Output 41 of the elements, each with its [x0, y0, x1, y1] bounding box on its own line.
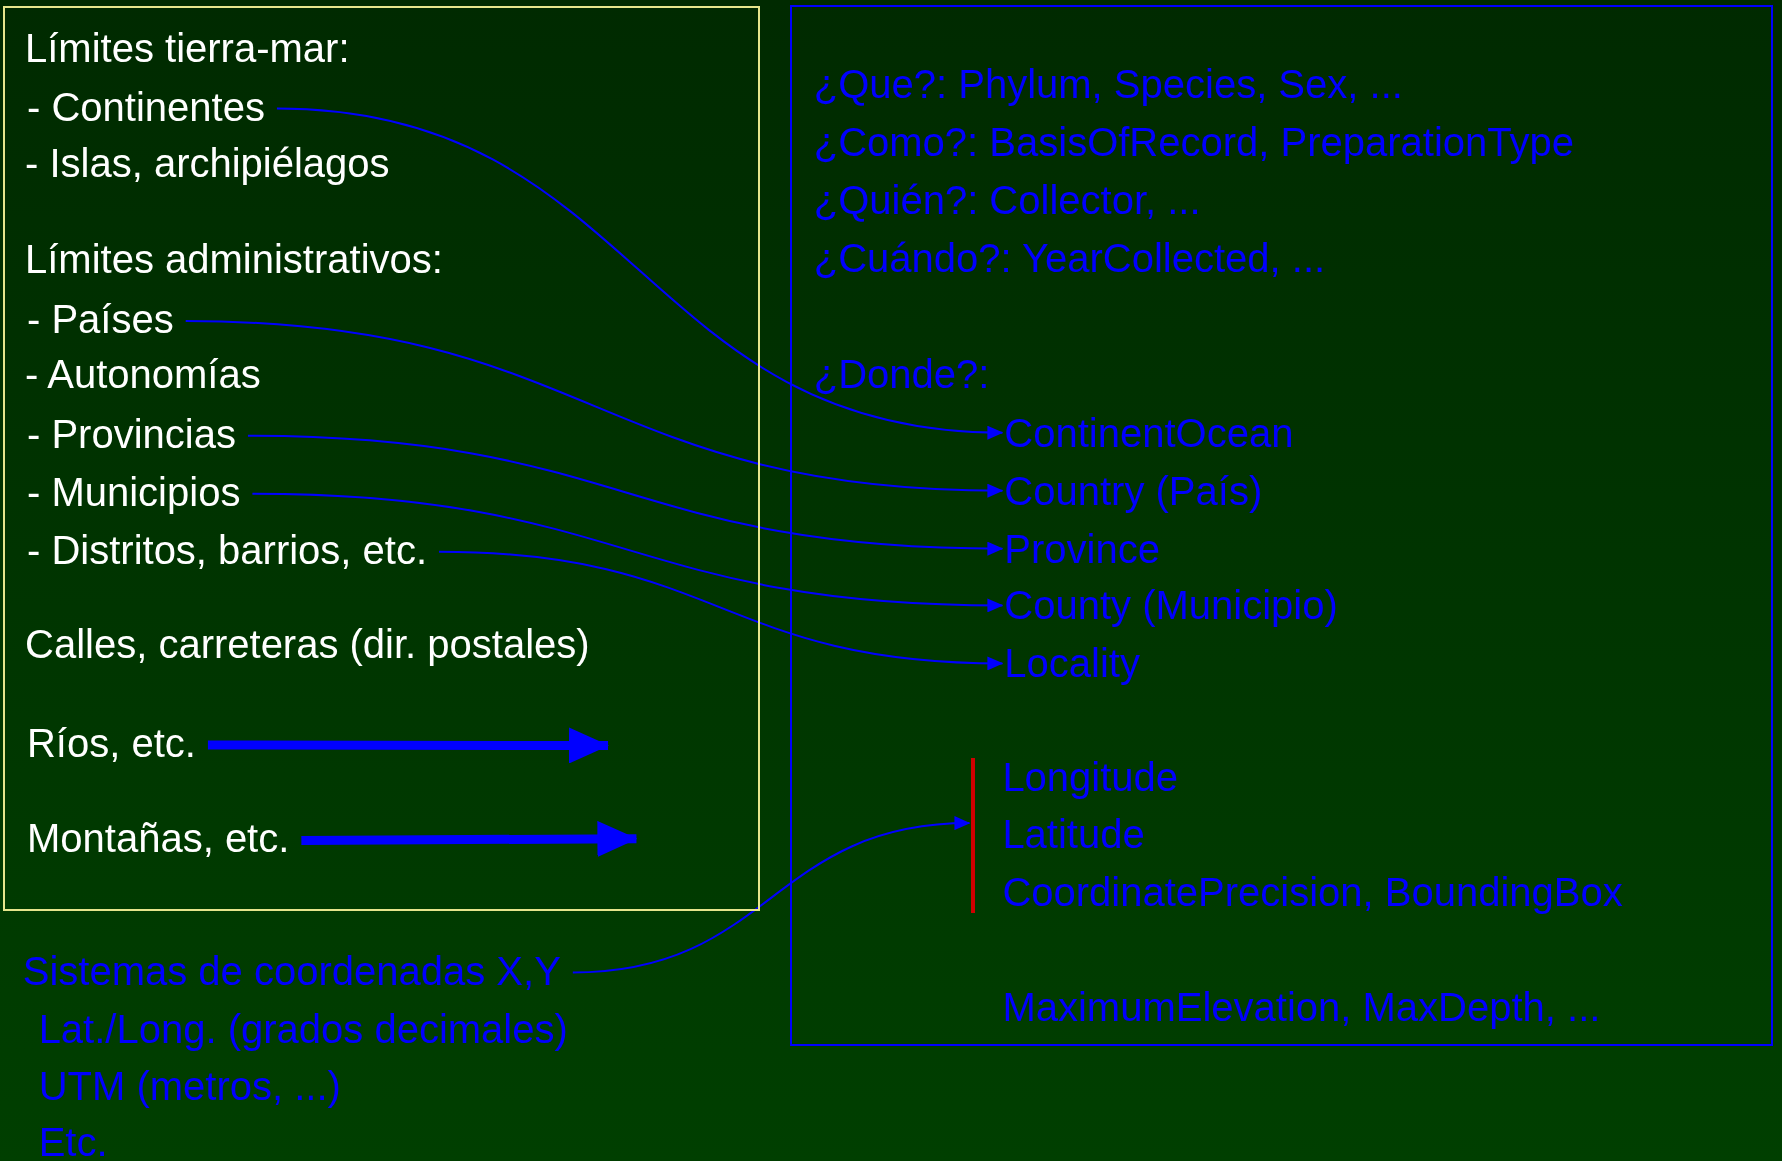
field-text: ¿Cuándo?: YearCollected, ...: [813, 234, 1326, 281]
note-text: Etc.: [38, 1119, 108, 1161]
field-name-text: Locality: [1004, 640, 1140, 687]
field-text: ¿Que?: Phylum, Species, Sex, ...: [813, 61, 1403, 108]
list-item-text: - Continentes: [27, 83, 265, 130]
note-text: Lat./Long. (grados decimales): [38, 1005, 568, 1052]
arrow: [438, 550, 1004, 670]
heading-text: Calles, carreteras (dir. postales): [25, 621, 590, 668]
list-item-text: - Provincias: [27, 410, 236, 457]
list-item-text: - Autonomías: [25, 350, 261, 397]
field-name-text: Province: [1004, 525, 1160, 572]
list-item-text: - Islas, archipiélagos: [25, 139, 390, 186]
arrow: [184, 320, 1004, 498]
panel: [3, 5, 761, 912]
field-text: MaximumElevation, MaxDepth, ...: [1002, 983, 1601, 1030]
arrow: [246, 434, 1004, 556]
panel: [789, 4, 1773, 1046]
field-name-text: Sistemas de coordenadas X,Y: [22, 947, 561, 994]
field-text: ¿Quién?: Collector, ...: [813, 177, 1201, 223]
field-text: CoordinatePrecision, BoundingBox: [1002, 869, 1623, 916]
field-name-text: County (Municipio): [1004, 582, 1338, 629]
arrow: [571, 817, 971, 974]
field-text: ¿Donde?:: [813, 350, 990, 397]
field-name-text: Country (País): [1004, 467, 1263, 514]
list-item-text: - Municipios: [27, 468, 241, 515]
list-item-text: - Distritos, barrios, etc.: [27, 526, 428, 573]
bracket-bar: [971, 757, 975, 914]
note-text: UTM (metros, ...): [38, 1063, 341, 1110]
thick-arrow: [207, 727, 609, 764]
field-text: ¿Como?: BasisOfRecord, PreparationType: [813, 119, 1575, 166]
list-item-text: Montañas, etc.: [27, 815, 290, 862]
arrow: [251, 492, 1004, 613]
heading-text: Límites tierra-mar:: [25, 24, 350, 71]
list-item-text: Ríos, etc.: [27, 719, 196, 766]
thick-arrow: [301, 820, 638, 857]
arrow: [275, 107, 1004, 439]
list-item-text: - Países: [27, 296, 174, 343]
heading-text: Límites administrativos:: [25, 236, 443, 283]
field-text: Latitude: [1002, 811, 1145, 858]
field-name-text: ContinentOcean: [1004, 409, 1294, 456]
field-text: Longitude: [1002, 754, 1179, 801]
